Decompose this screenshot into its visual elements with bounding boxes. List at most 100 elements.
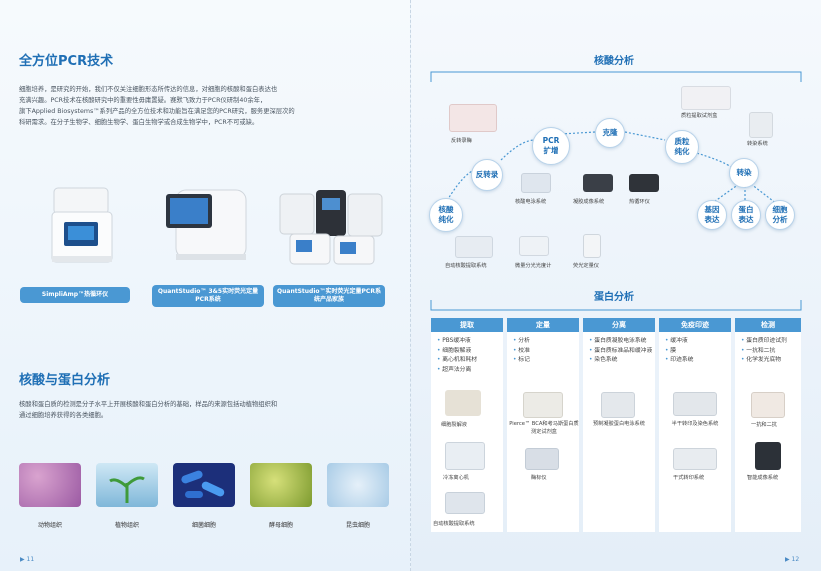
lysis-buffer-image: [445, 390, 481, 416]
na-protein-title: 核酸与蛋白分析: [19, 373, 111, 388]
bubble-gene-expression: 基因表达: [697, 200, 727, 230]
auto-extractor-image: [445, 492, 485, 514]
sample-label: 动物组织: [37, 522, 62, 529]
bullet-item: 缓冲液: [665, 337, 693, 347]
bullet-item: 蛋白质标准品和缓冲液: [589, 347, 655, 357]
bubble-na-purification: 核酸纯化: [429, 198, 463, 232]
bubble-cell-analysis: 细胞分析: [765, 200, 795, 230]
bullets-quantification: 分析 校准 标记: [513, 337, 530, 366]
electrophoresis-image: [521, 173, 551, 193]
imager-image: [755, 442, 781, 470]
sample-label: 植物组织: [114, 522, 139, 529]
bubble-pcr: PCR扩增: [532, 127, 570, 165]
pcr-para-line: 科研需求。在分子生物学、细胞生物学、蛋白生物学或合成生物学中，PCR不可或缺。: [19, 119, 259, 126]
bullet-item: 离心机和耗材: [437, 356, 477, 366]
plate-reader-image: [525, 448, 559, 470]
na-analysis-title: 核酸分析: [594, 56, 634, 67]
col-head-separation: 分离: [583, 318, 655, 332]
auto-extraction-image: [455, 236, 493, 258]
page-number-left: ▶ 11: [20, 556, 35, 563]
col-item-label: 冷冻离心机: [443, 475, 469, 481]
col-item-label: Pierce™ BCA和考马斯蛋白质测定试剂盒: [509, 421, 579, 435]
bullet-item: 细胞裂解液: [437, 347, 477, 357]
sample-label: 细菌细胞: [191, 522, 216, 529]
gel-imager-image: [583, 174, 613, 192]
na-label: 荧光定量仪: [573, 263, 599, 269]
product-label-simpliamp: SimpliAmp™热循环仪: [20, 287, 130, 303]
page-fold: [410, 0, 411, 571]
na-label: 凝胶成像系统: [573, 199, 605, 205]
animal-tissue-image: [19, 463, 81, 507]
sample-label: 酵母细胞: [268, 522, 293, 529]
bubble-cloning: 克隆: [595, 118, 625, 148]
col-item-label: 一抗和二抗: [751, 422, 777, 428]
bullet-item: 校准: [513, 347, 530, 357]
page-number-text: 11: [26, 556, 35, 563]
bubble-protein-text: 蛋白表达: [738, 205, 754, 224]
quantstudio-35-device-image: [162, 186, 250, 266]
pcr-title: 全方位PCR技术: [19, 54, 114, 69]
na-label: 质粒提取试剂盒: [681, 113, 718, 119]
transfection-system-image: [749, 112, 773, 138]
bullets-detection: 蛋白质印迹试剂 一抗和二抗 化学发光底物: [741, 337, 801, 366]
na-label: 热循环仪: [629, 199, 650, 205]
bullet-item: 染色系统: [589, 356, 655, 366]
na-para-line: 通过细胞培养获得的各类细胞。: [19, 412, 108, 419]
col-head-extraction: 提取: [431, 318, 503, 332]
na-label: 自动核酸提取系统: [445, 263, 487, 269]
bubble-pcr-text: PCR扩增: [542, 136, 560, 155]
na-label: 转染系统: [747, 141, 768, 147]
pcr-para-line: 细胞培养，是研究的开始，我们不仅关注细胞形态所传达的信息，对细胞的核酸和蛋白表达…: [19, 86, 278, 93]
protein-analysis-title: 蛋白分析: [594, 292, 634, 303]
col-item-label: 自动核酸提取系统: [433, 521, 475, 527]
page-number-right: ▶ 12: [785, 556, 800, 563]
right-page: 核酸分析 反转录 PCR扩增 克隆 质粒纯化 转染 核酸纯化 基因表达 蛋白表达…: [411, 0, 821, 571]
bacteria-cell-image: [173, 463, 235, 507]
product-label-qs-family: QuantStudio™实时荧光定量PCR系统产品家族: [273, 285, 385, 307]
thermal-cycler-image: [629, 174, 659, 192]
na-para-line: 核酸和蛋白质的检测是分子水平上开展核酸和蛋白分析的基础，样品的来源包括动植物组织…: [19, 401, 278, 408]
bubble-plasmid: 质粒纯化: [665, 130, 699, 164]
centrifuge-image: [445, 442, 485, 470]
bullets-western: 缓冲液 膜 印迹系统: [665, 337, 693, 366]
bullet-item: 膜: [665, 347, 693, 357]
insect-cell-image: [327, 463, 389, 507]
col-item-label: 半干转印及染色系统: [671, 421, 719, 427]
bubble-transfection: 转染: [729, 158, 759, 188]
col-item-label: 干式转印系统: [673, 475, 705, 481]
bullet-item: 一抗和二抗: [741, 347, 801, 357]
bullet-item: 蛋白质凝胶电泳系统: [589, 337, 655, 347]
pcr-para-line: 充满兴趣。PCR技术在核酸研究中的重要性毋庸置疑。赛默飞致力于PCR仪研制40余…: [19, 97, 267, 104]
col-head-quantification: 定量: [507, 318, 579, 332]
bubble-reverse-transcription: 反转录: [471, 159, 503, 191]
na-label: 微量分光光度计: [515, 263, 552, 269]
nanodrop-image: [519, 236, 549, 256]
bubble-cell-text: 细胞分析: [772, 205, 788, 224]
col-item-label: 细胞裂解液: [441, 422, 467, 428]
semidry-transfer-image: [673, 392, 717, 416]
col-item-label: 预制凝胶蛋白电泳系统: [593, 421, 645, 427]
antibodies-image: [751, 392, 785, 418]
page-number-text: 12: [791, 556, 800, 563]
bullet-item: 印迹系统: [665, 356, 693, 366]
bubble-protein-expression: 蛋白表达: [731, 200, 761, 230]
col-item-label: 智能成像系统: [747, 475, 779, 481]
flow-lines: [430, 71, 802, 311]
bubble-gene-text: 基因表达: [704, 205, 720, 224]
gel-system-image: [601, 392, 635, 418]
bullet-item: PBS缓冲液: [437, 337, 477, 347]
pcr-para-line: 旗下Applied Biosystems™系列产品的全方位技术和功能旨在满足您的…: [19, 108, 295, 115]
bullet-item: 化学发光底物: [741, 356, 801, 366]
bubble-plasmid-text: 质粒纯化: [674, 137, 690, 156]
simpliamp-device-image: [48, 186, 116, 266]
bullets-extraction: PBS缓冲液 细胞裂解液 离心机和耗材 超声法分离: [437, 337, 477, 375]
bullets-separation: 蛋白质凝胶电泳系统 蛋白质标准品和缓冲液 染色系统: [589, 337, 655, 366]
rt-kit-image: [449, 104, 497, 132]
col-item-label: 酶标仪: [531, 475, 547, 481]
na-label: 核酸电泳系统: [515, 199, 547, 205]
pcr-paragraph: 细胞培养，是研究的开始，我们不仅关注细胞形态所传达的信息，对细胞的核酸和蛋白表达…: [19, 84, 399, 128]
bca-kit-image: [523, 392, 563, 418]
plant-tissue-image: [96, 463, 158, 507]
product-label-qs35: QuantStudio™ 3&5实时荧光定量PCR系统: [152, 285, 264, 307]
bullet-item: 超声法分离: [437, 366, 477, 376]
